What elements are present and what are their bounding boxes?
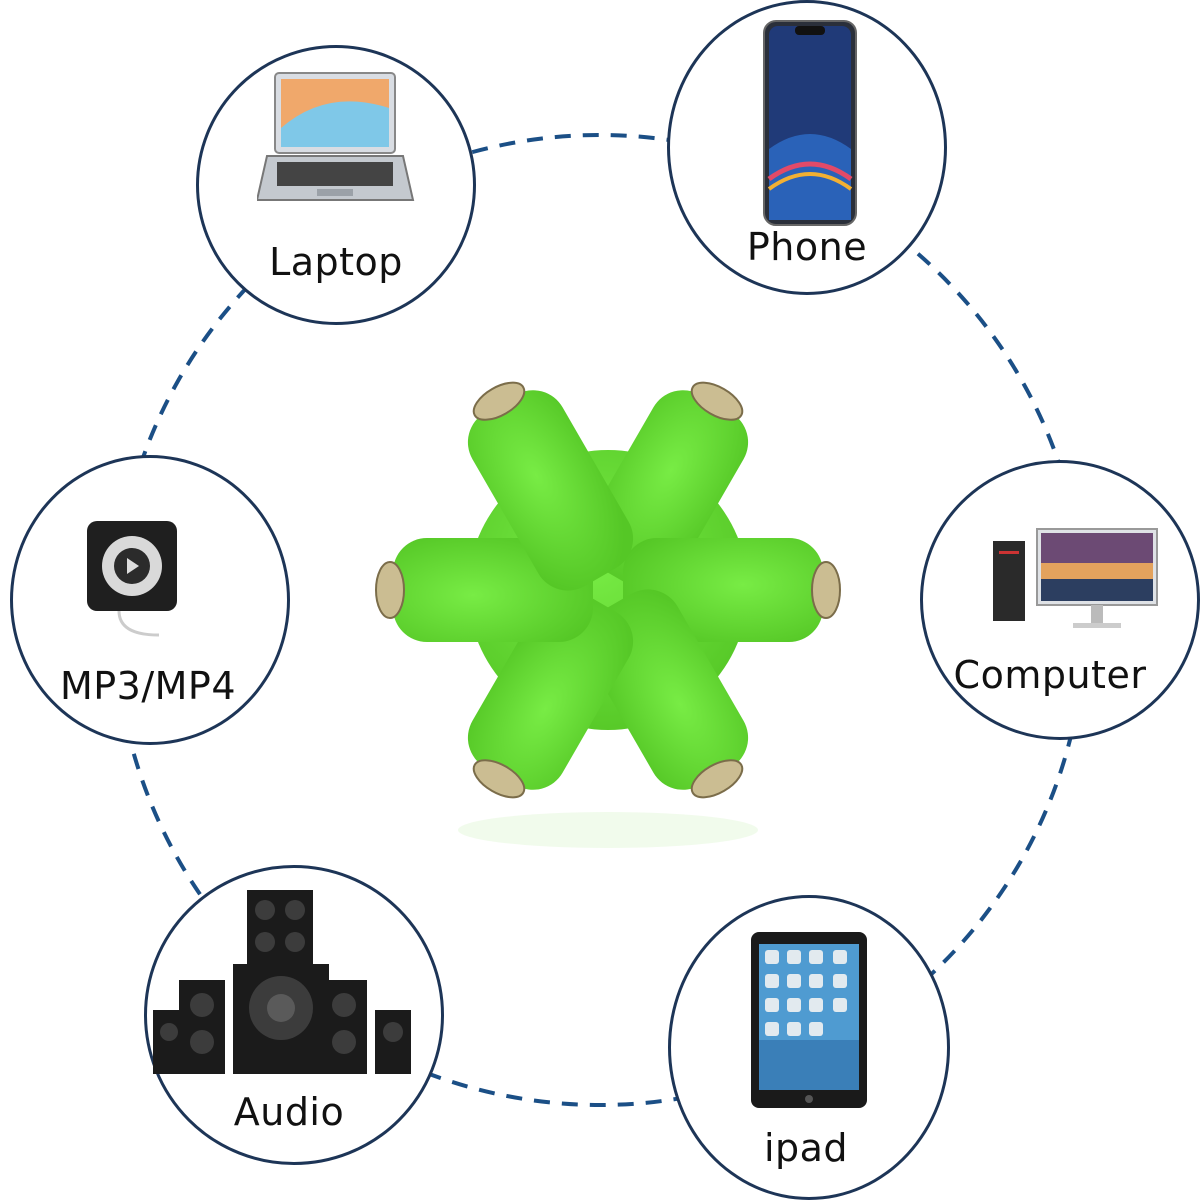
device-node-mp3: MP3/MP4 <box>10 455 290 745</box>
ipad-label: ipad <box>763 1126 849 1170</box>
laptop-label: Laptop <box>269 240 403 284</box>
device-node-audio: Audio <box>144 865 444 1165</box>
speaker-system-icon <box>153 890 411 1074</box>
device-node-laptop: Laptop <box>196 45 476 325</box>
phone-icon <box>763 20 857 226</box>
phone-label: Phone <box>746 225 868 269</box>
device-node-computer: Computer <box>920 460 1200 740</box>
tablet-icon <box>751 932 867 1108</box>
device-node-ipad: ipad <box>668 895 950 1200</box>
mp3-player-icon <box>87 521 177 637</box>
audio-label: Audio <box>233 1090 345 1134</box>
computer-label: Computer <box>953 653 1147 697</box>
mp3-label: MP3/MP4 <box>59 664 237 708</box>
device-node-phone: Phone <box>667 0 947 295</box>
desktop-computer-icon <box>993 528 1158 628</box>
laptop-icon <box>257 72 415 201</box>
